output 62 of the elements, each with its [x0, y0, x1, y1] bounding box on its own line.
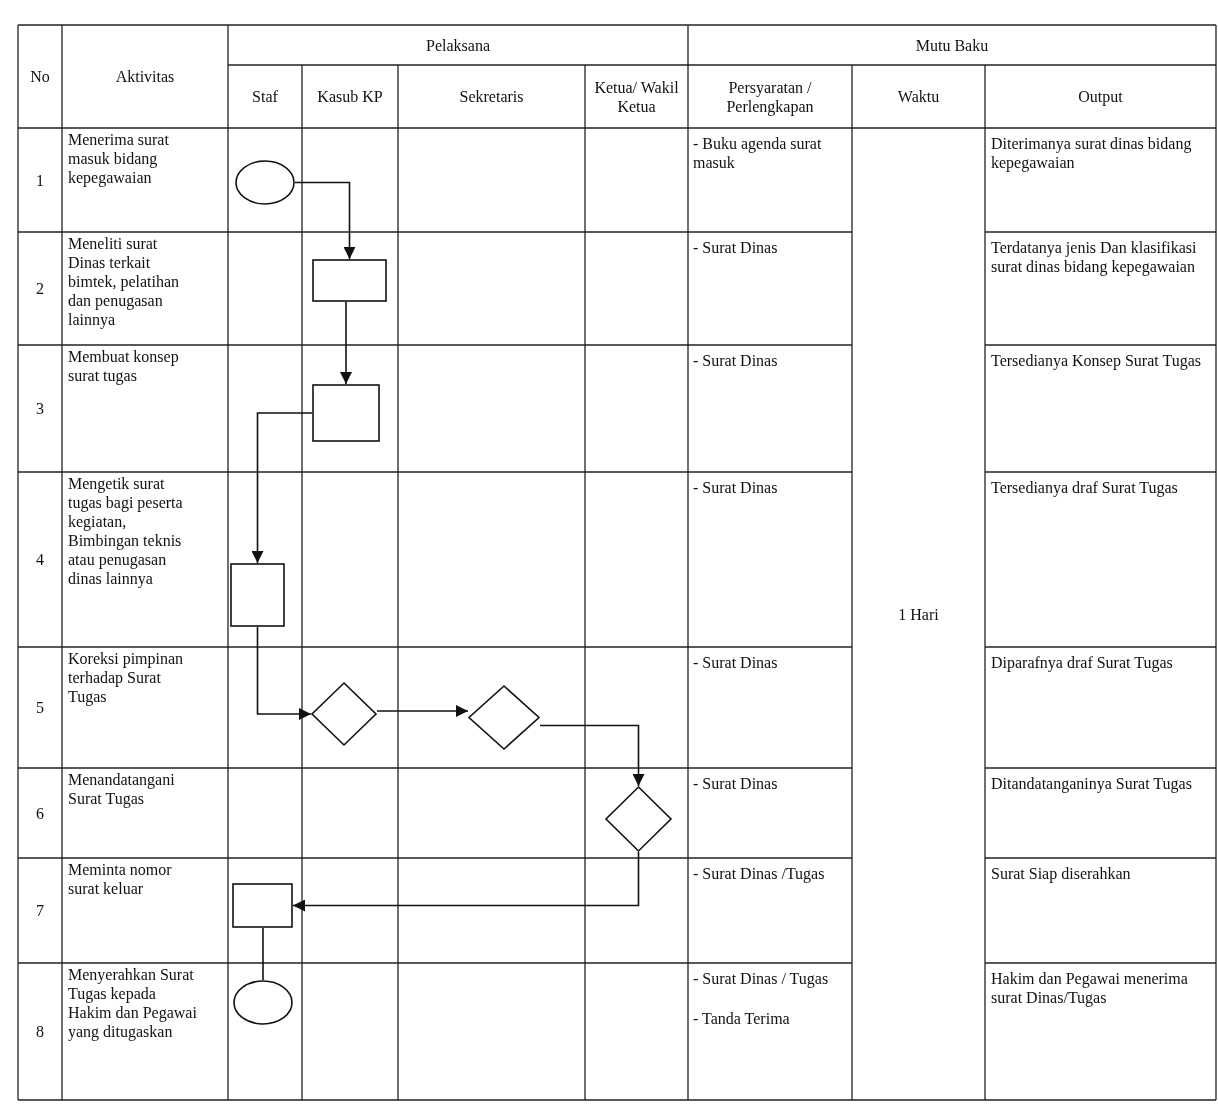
- activity-text: Meneliti surat Dinas terkait bimtek, pelatihan dan penugasan lainnya: [68, 234, 181, 329]
- arrow: [539, 724, 645, 787]
- decision-diamond: [468, 685, 540, 750]
- output-text: Diparafnya draf Surat Tugas: [991, 653, 1174, 672]
- arrow: [292, 851, 640, 912]
- activity-text: Menandatangani Surat Tugas: [68, 770, 176, 808]
- column-header: Ketua/ Wakil Ketua: [593, 77, 680, 116]
- row-number: 1: [36, 170, 44, 190]
- output-text: Tersedianya draf Surat Tugas: [991, 478, 1179, 497]
- output-text: Terdatanya jenis Dan klasifikasi surat dinas bidang kepegawaian: [991, 238, 1198, 276]
- process-box: [232, 883, 293, 928]
- process-box: [312, 384, 380, 442]
- column-header: Sekretaris: [459, 87, 524, 106]
- connector-line: [262, 927, 264, 981]
- requirement-text: - Surat Dinas: [693, 774, 779, 793]
- column-header: Persyaratan / Perlengkapan: [725, 77, 815, 116]
- column-header: Waktu: [897, 87, 940, 106]
- row-number: 3: [36, 399, 44, 418]
- terminator-ellipse: [233, 980, 293, 1025]
- column-header: Kasub KP: [317, 87, 383, 106]
- row-number: 5: [36, 698, 44, 717]
- requirement-text: - Buku agenda surat masuk: [693, 134, 823, 172]
- row-number: 7: [36, 901, 44, 920]
- row-number: 6: [36, 803, 44, 823]
- arrow: [256, 626, 312, 720]
- arrow: [251, 412, 313, 564]
- output-text: Tersedianya Konsep Surat Tugas: [991, 351, 1202, 370]
- process-box: [230, 563, 285, 627]
- arrow: [294, 181, 356, 260]
- row-number: 8: [36, 1022, 44, 1041]
- arrow: [376, 705, 469, 717]
- activity-text: Meminta nomor surat keluar: [68, 860, 173, 898]
- requirement-text: - Surat Dinas: [693, 653, 779, 672]
- output-text: Hakim dan Pegawai menerima surat Dinas/Tugas: [991, 969, 1189, 1007]
- activity-text: Membuat konsep surat tugas: [68, 347, 180, 385]
- column-header: Output: [1078, 87, 1123, 106]
- process-box: [312, 259, 387, 302]
- decision-diamond: [605, 786, 672, 852]
- column-header: No: [30, 67, 50, 86]
- column-header: Aktivitas: [115, 67, 175, 86]
- requirement-text: - Surat Dinas / Tugas: [693, 969, 830, 988]
- output-text: Ditandatanganinya Surat Tugas: [991, 774, 1193, 793]
- column-header: Mutu Baku: [915, 35, 989, 55]
- requirement-text: - Tanda Terima: [693, 1009, 791, 1028]
- decision-diamond: [311, 682, 377, 746]
- activity-text: Menerima surat masuk bidang kepegawaian: [68, 130, 170, 187]
- terminator-ellipse: [235, 160, 295, 205]
- row-number: 2: [36, 279, 44, 298]
- requirement-text: - Surat Dinas /Tugas: [693, 864, 826, 883]
- activity-text: Menyerahkan Surat Tugas kepada Hakim dan Pegawai yang ditugaskan: [68, 965, 198, 1041]
- requirement-text: - Surat Dinas: [693, 351, 779, 370]
- requirement-text: - Surat Dinas: [693, 238, 779, 257]
- output-text: Surat Siap diserahkan: [991, 864, 1132, 883]
- activity-text: Koreksi pimpinan terhadap Surat Tugas: [68, 649, 185, 706]
- arrow: [340, 301, 352, 385]
- column-header: Staf: [252, 87, 278, 106]
- row-number: 4: [36, 550, 44, 569]
- activity-text: Mengetik surat tugas bagi peserta kegiatan, Bimbingan teknis atau penugasan dinas lainnya: [68, 474, 184, 588]
- output-text: Diterimanya surat dinas bidang kepegawaian: [991, 134, 1193, 172]
- duration-text: 1 Hari: [898, 604, 939, 624]
- column-header: Pelaksana: [426, 35, 490, 55]
- requirement-text: - Surat Dinas: [693, 478, 779, 497]
